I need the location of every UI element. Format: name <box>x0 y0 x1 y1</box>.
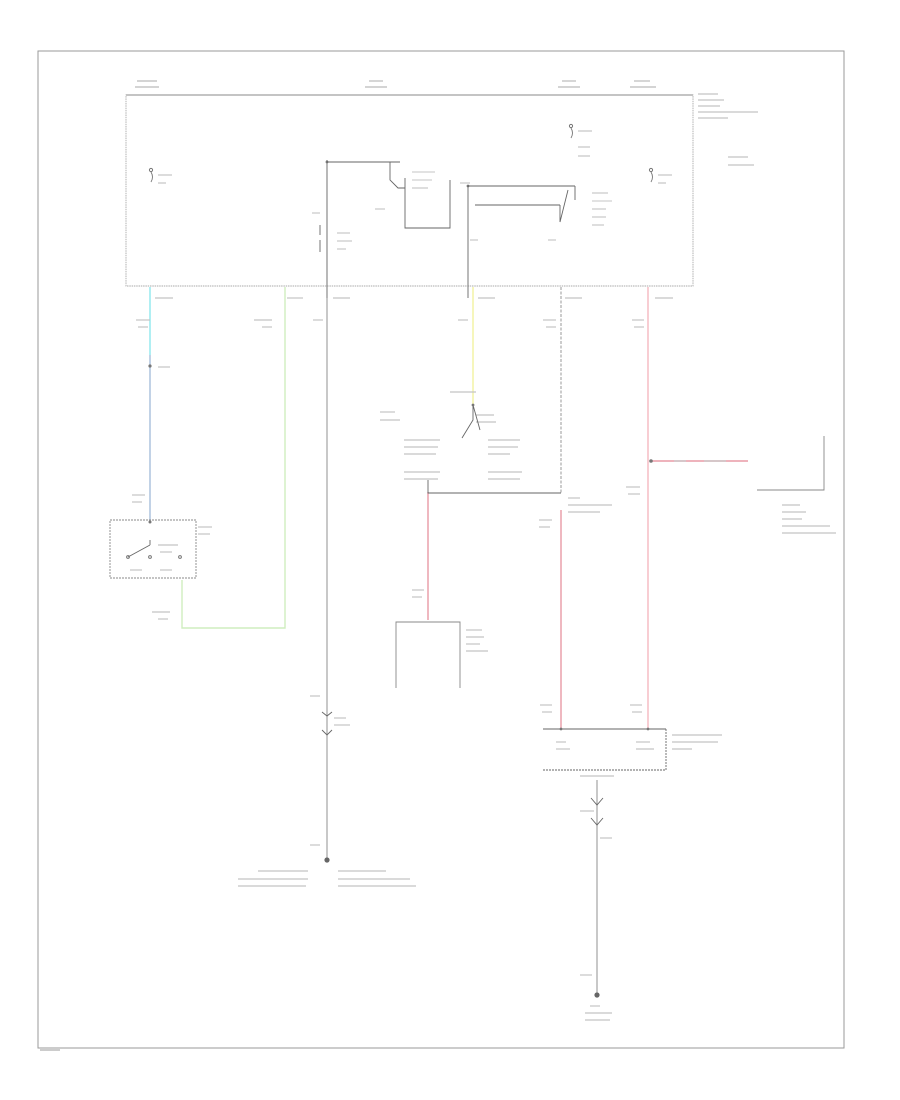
wire-green <box>181 287 286 629</box>
fuse-header-2 <box>365 80 387 88</box>
splice-dot-pink <box>649 459 653 463</box>
ground-left <box>238 857 416 887</box>
center-switch-component <box>380 391 561 494</box>
lamp-module <box>543 727 722 777</box>
splice-dot-blue <box>148 364 152 368</box>
fuse-note <box>321 711 612 839</box>
fuse-header-4 <box>630 80 656 88</box>
fuse-header-3 <box>558 80 580 88</box>
ground-module-left <box>395 621 488 688</box>
internal-relay-network <box>312 160 612 298</box>
fuse-upper-right <box>568 123 592 157</box>
cluster-component <box>757 436 836 534</box>
switch-component <box>109 494 212 620</box>
central-module-box <box>125 94 694 287</box>
fuse-left <box>148 167 172 184</box>
module-label <box>698 93 758 119</box>
wire-labels <box>136 319 726 976</box>
legend-top <box>728 156 754 166</box>
fuse-header-1 <box>135 80 159 88</box>
ground-bottom <box>585 992 612 1021</box>
fuse-right <box>648 167 672 184</box>
diagram-frame <box>37 50 845 1049</box>
splice-label <box>568 497 612 513</box>
